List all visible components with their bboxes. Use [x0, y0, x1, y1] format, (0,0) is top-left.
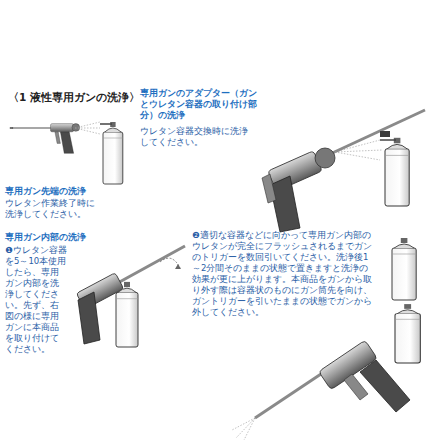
instruction-text: ウレタン作業終了時に洗浄してください。 [5, 198, 100, 220]
section-heading: 専用ガンのアダプター（ガンとウレタン容器の取り付け部分）の洗浄 [140, 88, 260, 121]
section-heading: 専用ガン先端の洗浄 [5, 186, 115, 197]
flushing-figure [232, 304, 420, 440]
instruction-text: ❷適切な容器などに向かって専用ガン内部のウレタンが完全にフラッシュされるまでガン… [192, 230, 374, 318]
instruction-text: ❶ウレタン容器を5～10本使用したら、専用ガン内部を洗浄してください。先ず、右図… [5, 245, 67, 355]
cleaner-can [392, 238, 416, 300]
instruction-text: ウレタン容器交換時に洗浄してください。 [140, 126, 252, 148]
adapter-cleaning-figure [262, 110, 425, 232]
section-heading: 専用ガン内部の洗浄 [5, 232, 115, 243]
gun-tip-cleaning-figure [10, 122, 123, 184]
inner-cleaning-figure [76, 246, 185, 347]
title: 〈1 液性専用ガンの洗浄〉 [8, 92, 140, 103]
